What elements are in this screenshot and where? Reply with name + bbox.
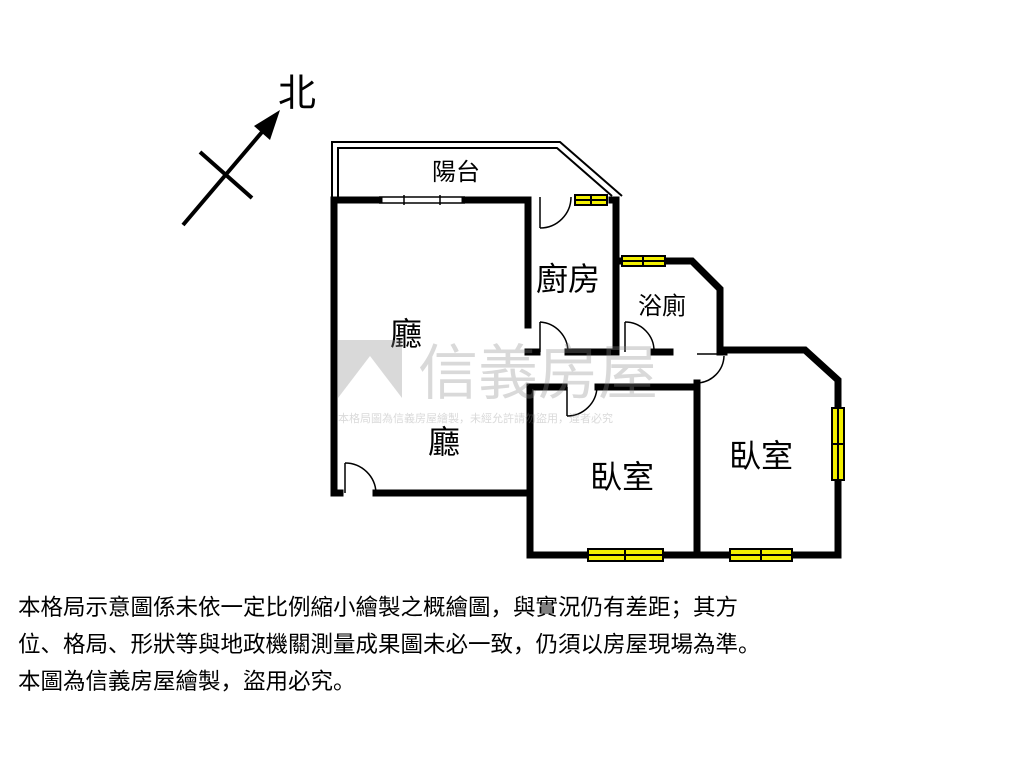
door-entrance: [344, 462, 377, 494]
label-kitchen: 廚房: [536, 260, 600, 298]
label-bedroom-large: 臥室: [729, 437, 793, 475]
window-large-bedroom-side: [831, 407, 845, 481]
windows: [574, 194, 845, 562]
compass: 北: [181, 71, 316, 227]
label-living-upper: 廳: [390, 315, 422, 353]
label-bathroom: 浴廁: [638, 292, 686, 320]
door-large-bedroom: [696, 353, 725, 384]
window-bathroom: [621, 255, 666, 267]
door-kitchen-balcony: [539, 196, 572, 229]
sliding-door-balcony: [379, 195, 465, 205]
disclaimer: 本格局示意圖係未依一定比例縮小繪製之概繪圖，與實況仍有差距；其方 位、格局、形狀…: [18, 590, 1008, 701]
window-large-bedroom-bottom: [729, 548, 793, 562]
compass-arrow-head: [254, 110, 280, 140]
label-living-lower: 廳: [428, 423, 460, 461]
disclaimer-line-1: 本格局示意圖係未依一定比例縮小繪製之概繪圖，與實況仍有差距；其方: [18, 595, 739, 621]
compass-north-label: 北: [278, 71, 316, 115]
window-kitchen: [574, 194, 608, 206]
balcony-outline: [331, 141, 623, 200]
door-bathroom: [624, 321, 655, 353]
doors: [344, 196, 725, 494]
watermark: 信義房屋 本格局圖為信義房屋繪製，未經允許請勿盜用，違者必究: [338, 339, 658, 425]
disclaimer-line-3: 本圖為信義房屋繪製，盜用必究。: [18, 669, 356, 695]
label-bedroom-small: 臥室: [590, 458, 654, 496]
brand-logo: [338, 340, 402, 398]
label-balcony: 陽台: [432, 158, 480, 186]
window-small-bedroom: [587, 548, 664, 562]
walls: [330, 196, 842, 559]
disclaimer-line-2: 位、格局、形狀等與地政機關測量成果圖未必一致，仍須以房屋現場為準。: [18, 632, 761, 658]
compass-cross-line: [198, 150, 254, 200]
watermark-brand: 信義房屋: [418, 339, 658, 409]
door-small-bedroom: [566, 386, 598, 417]
watermark-notice: 本格局圖為信義房屋繪製，未經允許請勿盜用，違者必究: [338, 411, 613, 425]
door-kitchen: [539, 321, 569, 353]
